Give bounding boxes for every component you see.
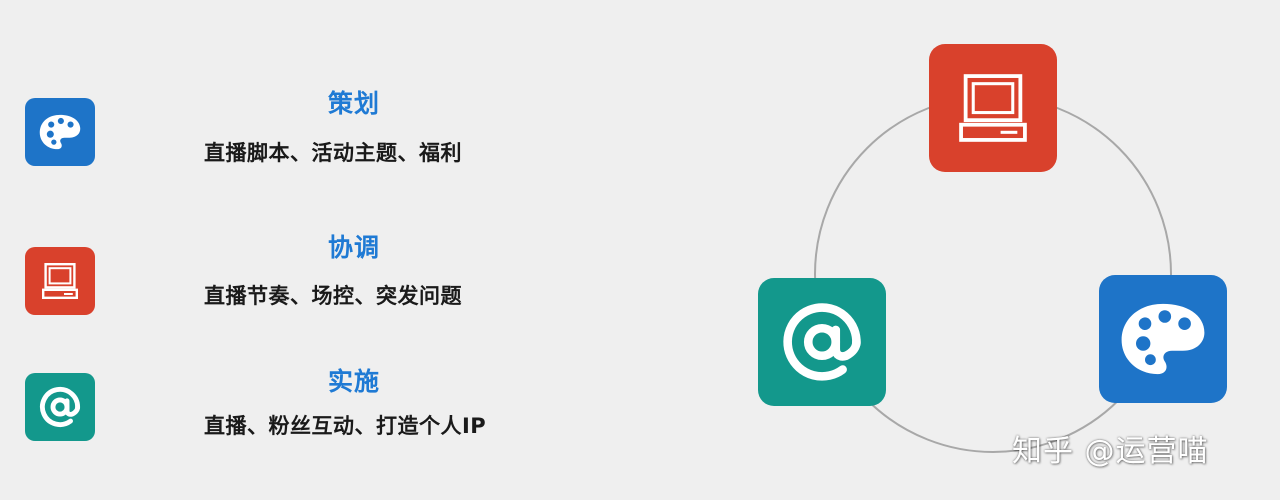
computer-icon	[42, 263, 78, 299]
item-execution-title: 实施	[327, 367, 380, 396]
item-coordination-description: 直播节奏、场控、突发问题	[204, 284, 462, 308]
cycle-node-computer	[929, 44, 1057, 172]
palette-icon	[1121, 303, 1205, 375]
item-coordination-title: 协调	[327, 233, 380, 262]
palette-icon	[39, 114, 81, 150]
item-coordination-icon-tile	[25, 247, 95, 315]
at-sign-icon	[40, 387, 81, 427]
computer-icon	[959, 74, 1027, 142]
item-planning-title: 策划	[327, 89, 380, 118]
item-planning-icon-tile	[25, 98, 95, 166]
watermark: 知乎 @运营喵	[1012, 434, 1209, 469]
item-execution-description: 直播、粉丝互动、打造个人IP	[204, 414, 487, 438]
cycle-node-palette	[1099, 275, 1227, 403]
cycle-node-at-sign	[758, 278, 886, 406]
at-sign-icon	[783, 303, 861, 381]
item-planning-description: 直播脚本、活动主题、福利	[204, 141, 462, 165]
item-execution-icon-tile	[25, 373, 95, 441]
